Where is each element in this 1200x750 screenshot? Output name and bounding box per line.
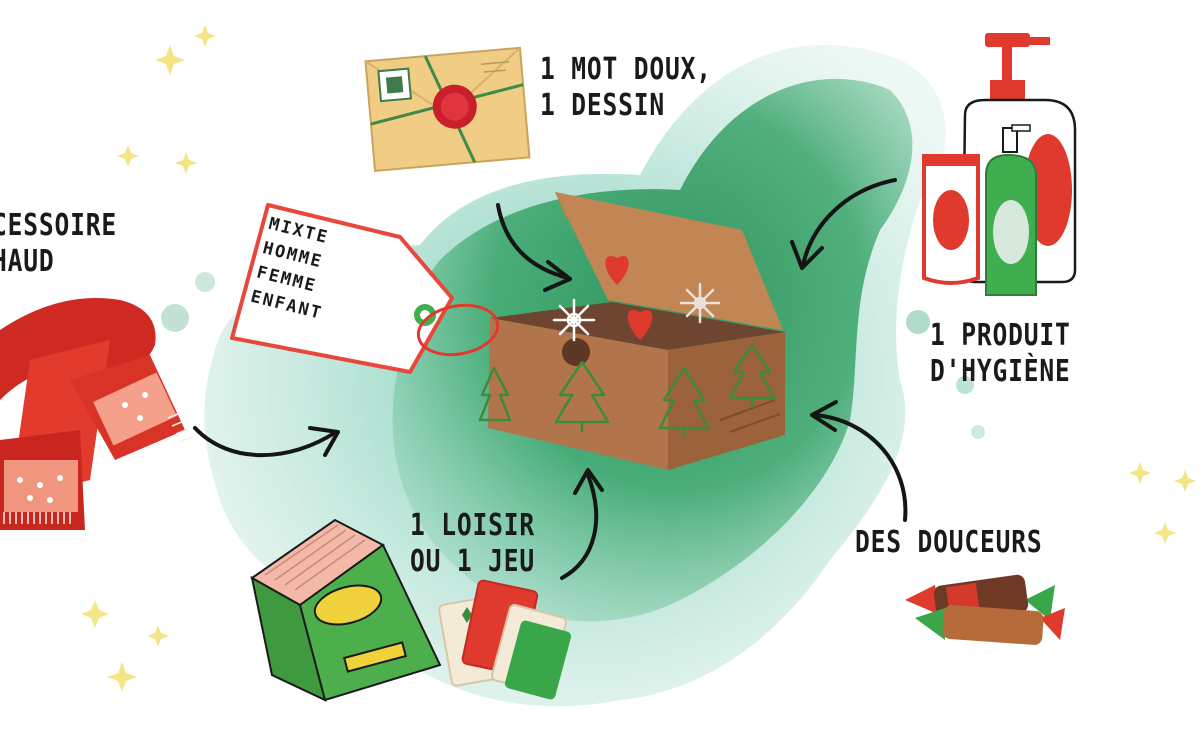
- christmas-tree-icon: [478, 366, 512, 422]
- label-loisir: 1 LOISIR OU 1 JEU: [410, 508, 535, 580]
- star-icon: [147, 625, 169, 647]
- star-icon: [175, 152, 197, 174]
- label-line: DES DOUCEURS: [855, 525, 1043, 560]
- star-icon: [81, 600, 109, 628]
- star-icon: [1174, 470, 1196, 492]
- christmas-tree-icon: [728, 343, 776, 408]
- label-accessoire: CESSOIRE HAUD: [0, 208, 117, 280]
- book-icon: [250, 518, 442, 702]
- label-line: 1 PRODUIT: [930, 318, 1071, 353]
- arrow-icon: [496, 203, 572, 292]
- envelope-icon: [364, 46, 531, 172]
- candy-icon: [905, 574, 1065, 645]
- arrow-icon: [810, 400, 908, 522]
- label-line: 1 DESSIN: [540, 88, 666, 123]
- christmas-tree-icon: [554, 360, 610, 432]
- star-icon: [1129, 462, 1151, 484]
- arrow-icon: [560, 468, 604, 580]
- label-douceurs: DES DOUCEURS: [855, 525, 1043, 561]
- star-icon: [194, 25, 216, 47]
- label-line: 1 LOISIR: [410, 508, 536, 543]
- sparkle-stars: [81, 25, 1196, 692]
- label-line: 1 MOT DOUX,: [540, 52, 712, 87]
- label-line: HAUD: [0, 244, 55, 279]
- label-mot-doux: 1 MOT DOUX, 1 DESSIN: [540, 52, 712, 124]
- star-icon: [107, 662, 137, 692]
- label-line: CESSOIRE: [0, 208, 118, 243]
- star-icon: [1154, 522, 1176, 544]
- label-line: D'HYGIÈNE: [930, 354, 1071, 389]
- arrow-icon: [790, 178, 897, 270]
- heart-icon: [627, 310, 653, 340]
- christmas-tree-icon: [658, 366, 710, 438]
- arrow-icon: [193, 426, 340, 458]
- playing-cards-icon: [438, 579, 572, 700]
- snowflake-icon: [679, 282, 721, 324]
- star-icon: [155, 45, 185, 75]
- star-icon: [117, 145, 139, 167]
- gift-box-icon: [478, 192, 785, 470]
- hygiene-bottles-icon: [922, 33, 1077, 296]
- snowflake-icon: [552, 298, 596, 342]
- gift-tag: [230, 203, 500, 374]
- heart-icon: [605, 256, 629, 285]
- label-hygiene: 1 PRODUIT D'HYGIÈNE: [930, 318, 1071, 390]
- scarf-icon: [0, 298, 193, 530]
- label-line: OU 1 JEU: [410, 544, 536, 579]
- arrows: [193, 178, 908, 580]
